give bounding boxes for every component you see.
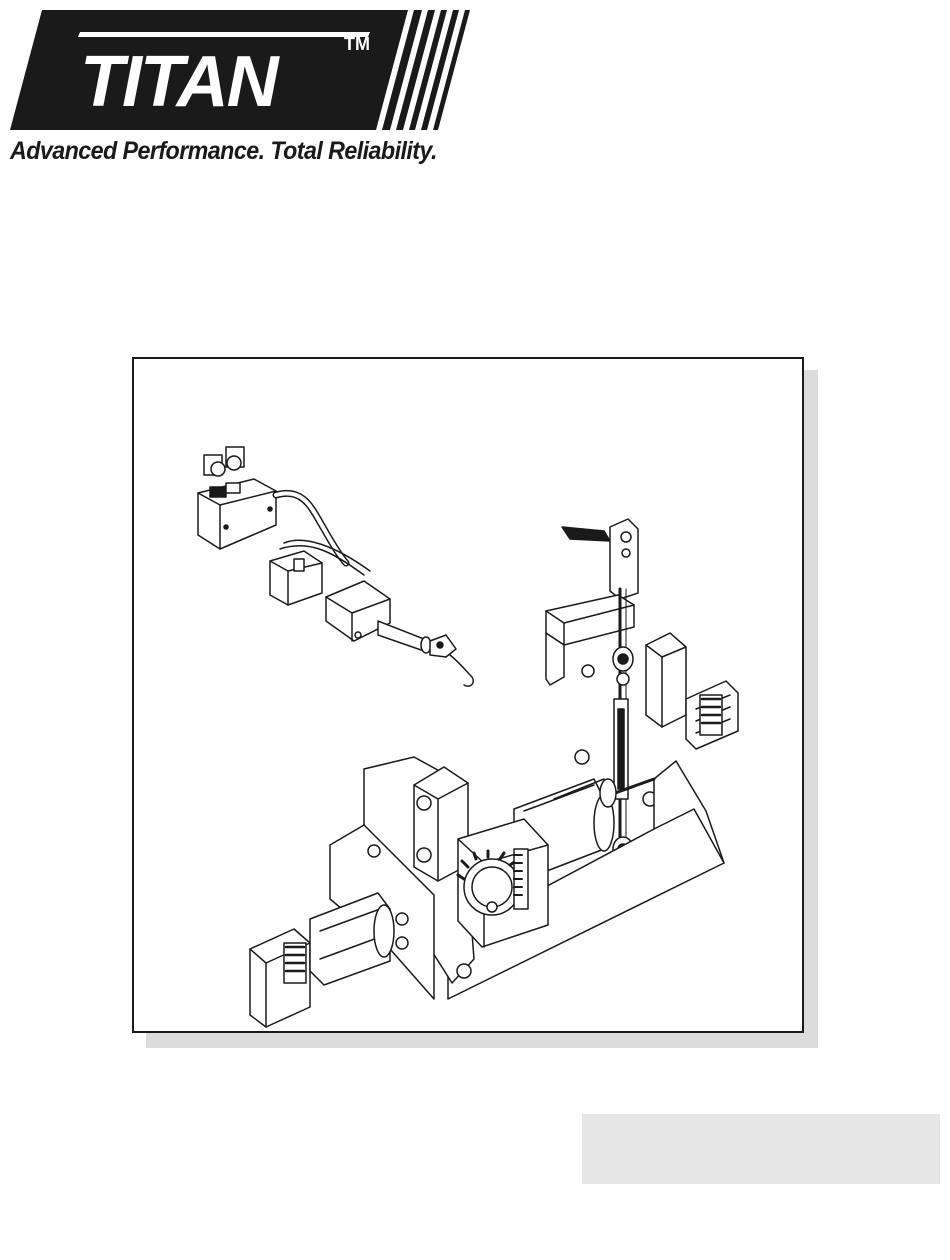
spray-gun-mount-assembly-illustration [134, 359, 802, 1031]
right-cylinder-icon [646, 633, 738, 749]
trademark-symbol: TM [344, 34, 370, 54]
control-box-icon [198, 447, 276, 549]
titan-logo: TITAN TM Advanced Performance. Total Rel… [10, 6, 475, 166]
footer-info-box [582, 1114, 940, 1184]
figure-frame [132, 357, 804, 1033]
brand-tagline: Advanced Performance. Total Reliability. [10, 137, 437, 166]
rack-and-pinion-icon [458, 819, 548, 947]
logo-wordmark: TITAN [80, 42, 281, 122]
left-cylinder-icon [250, 893, 408, 1027]
spray-gun-icon [270, 551, 473, 686]
titan-logo-mark: TITAN TM [10, 6, 475, 136]
